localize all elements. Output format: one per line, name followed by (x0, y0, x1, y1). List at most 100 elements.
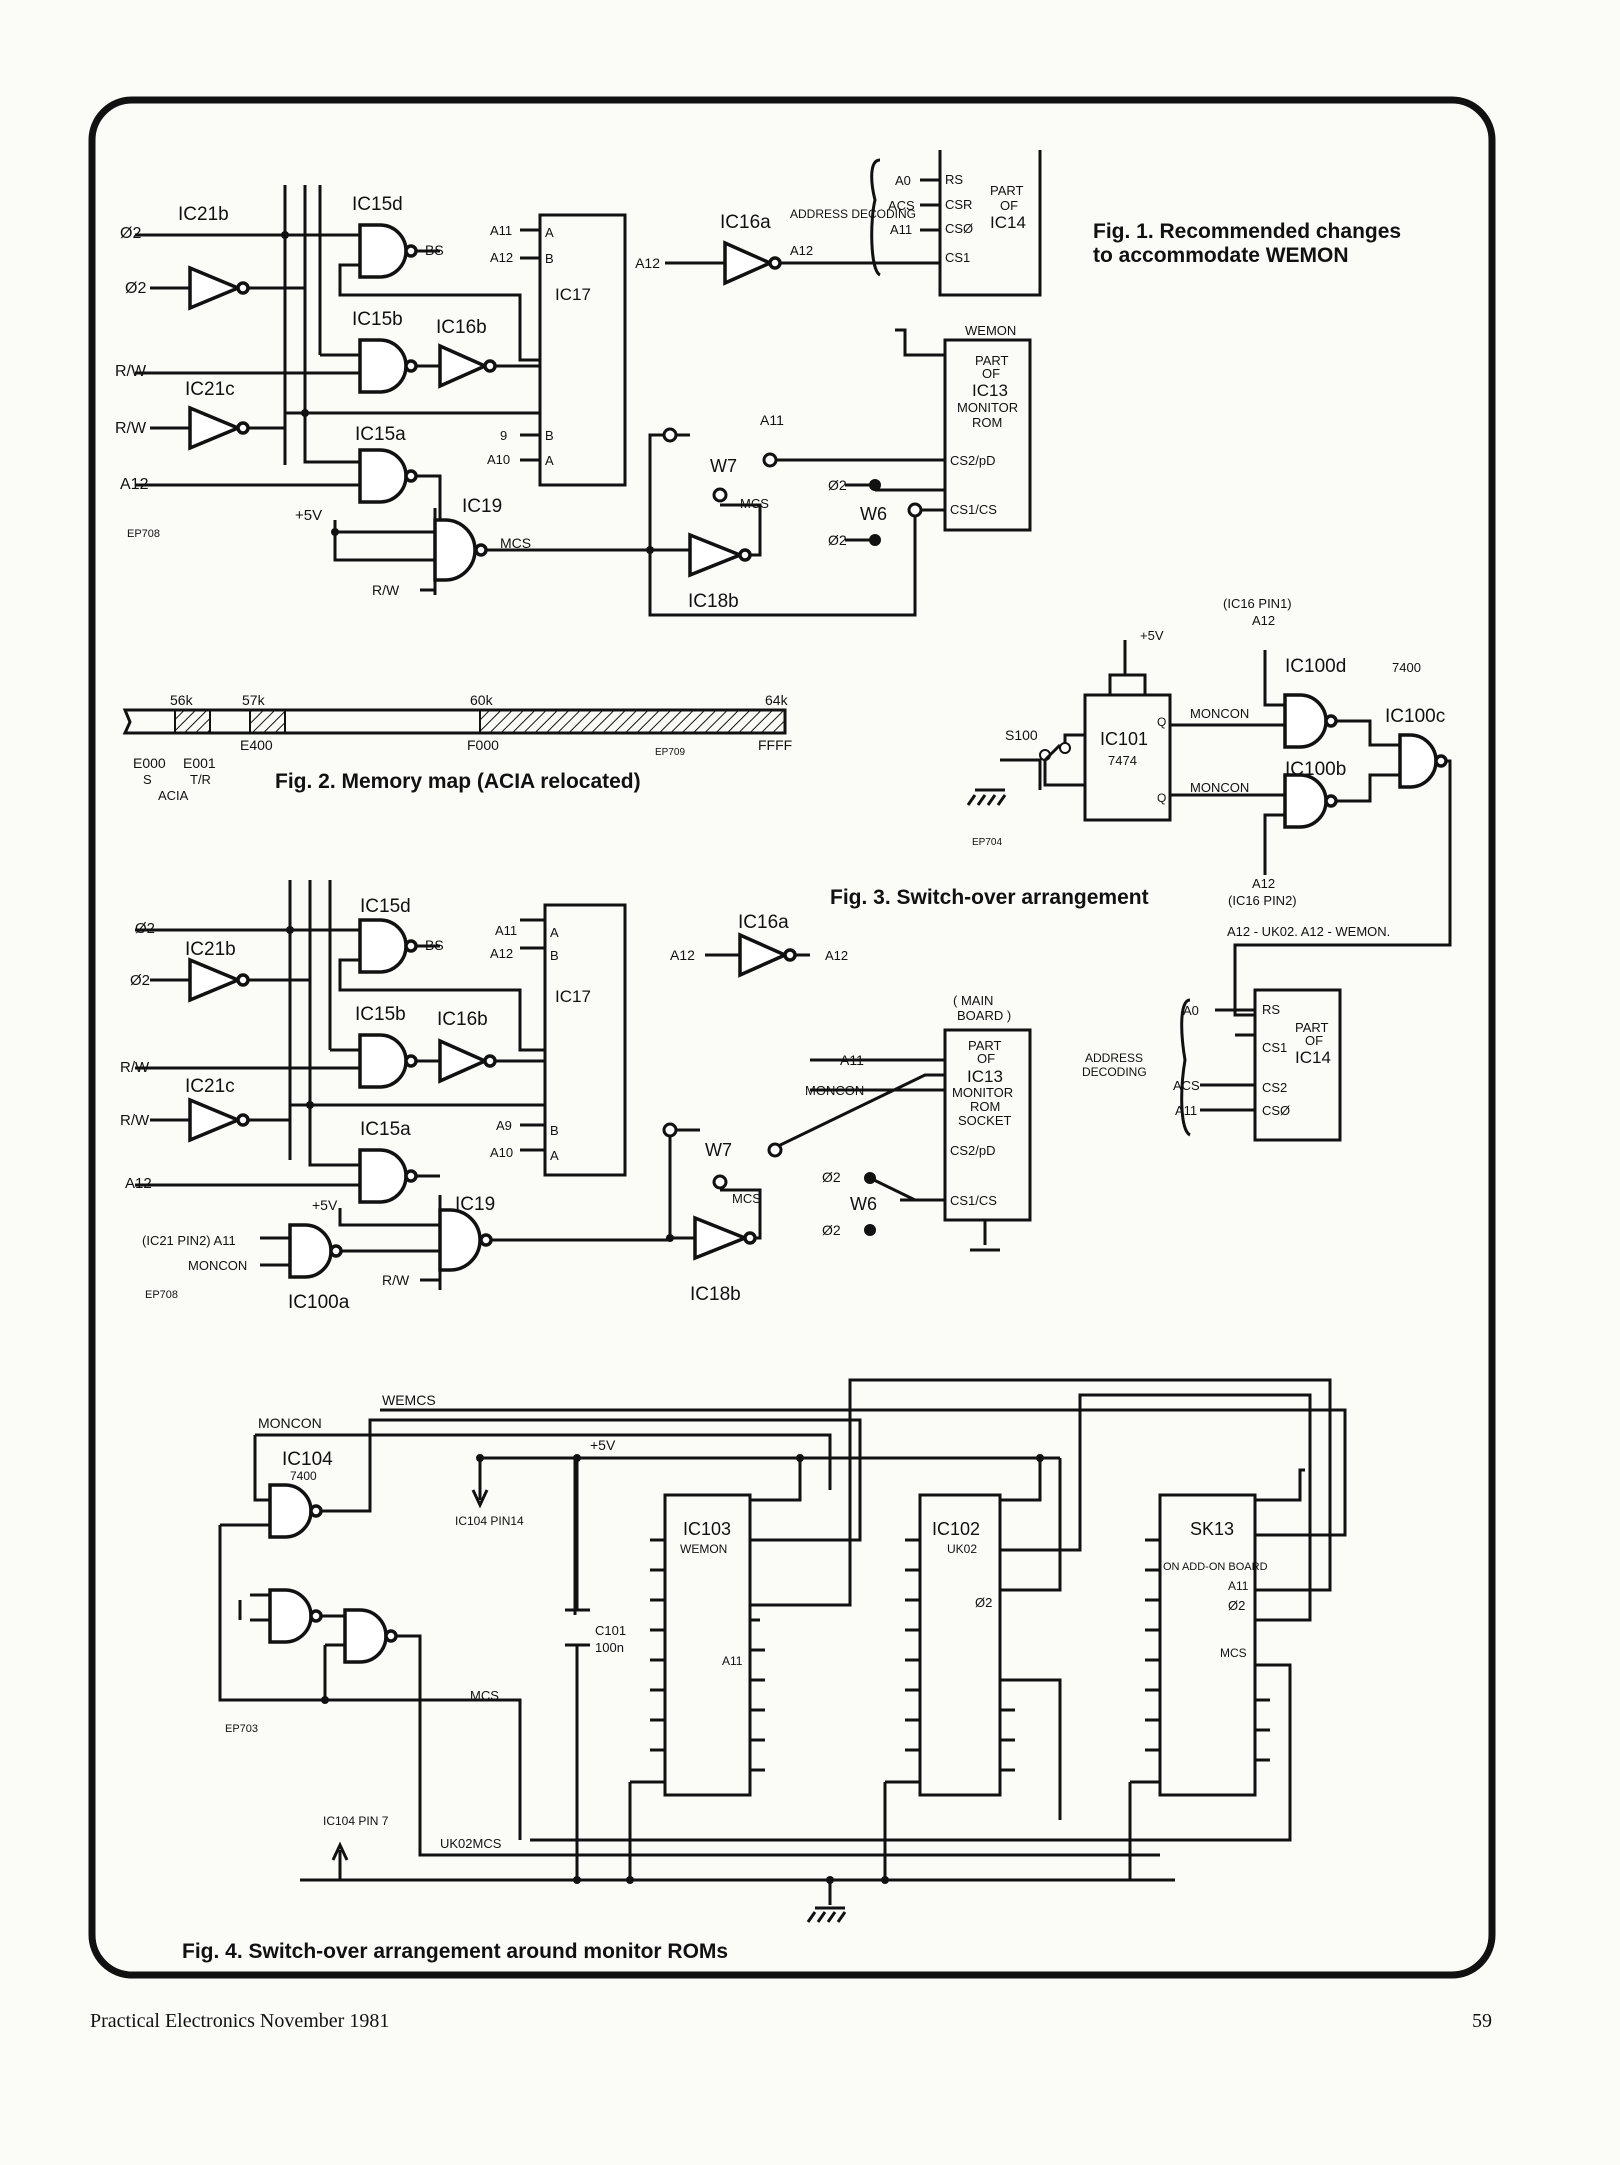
fig4-labels: MONCON WEMCS IC104 7400 IC104 PIN14 IC10… (182, 1392, 1268, 1963)
b-sig-phi2n-w6: Ø2 (822, 1169, 841, 1185)
sig-rw2: R/W (372, 582, 400, 598)
b-ic17-in-a10: A10 (490, 1145, 513, 1160)
link-w6: W6 (860, 504, 887, 524)
b-sig-ic21: (IC21 PIN2) A11 (142, 1233, 236, 1248)
fig3-caption: Fig. 3. Switch-over arrangement (830, 886, 1149, 909)
b-link-w7: W7 (705, 1140, 732, 1160)
map-top-56k: 56k (170, 692, 194, 708)
gate-7400: 7400 (1392, 660, 1421, 675)
fig4-cap-value: 100n (595, 1640, 624, 1655)
b-ic17-in-a9: A9 (496, 1118, 512, 1133)
link-w7: W7 (710, 456, 737, 476)
gate-ic15b: IC15b (352, 309, 403, 330)
b-ic17-name: IC17 (555, 987, 591, 1006)
b-gate-ic15a: IC15a (360, 1119, 411, 1140)
switch-s100: S100 (1005, 727, 1038, 743)
b-ic13-pin-cs2: CS2/pD (950, 1143, 996, 1158)
b-ic14-pin-rs: RS (1262, 1002, 1280, 1017)
fig2-id: EP709 (655, 747, 685, 758)
b-ic14-pin-cs2: CS2 (1262, 1080, 1287, 1095)
ic101-type: 7474 (1108, 753, 1137, 768)
fig1-labels: Ø2 Ø2 R/W R/W A12 IC21b IC15d IC15b IC16… (115, 172, 1401, 612)
b-gate-ic16a: IC16a (738, 912, 789, 933)
fig4-uk02mcs: UK02MCS (440, 1836, 502, 1851)
ic13-d4: ROM (972, 415, 1002, 430)
ic13-pin-cs1: CS1/CS (950, 502, 997, 517)
fig4-schematic (218, 1378, 1347, 1923)
map-e001: E001 (183, 755, 216, 771)
b-ic13-d3: MONITOR (952, 1085, 1013, 1100)
fig1-caption-line2: to accommodate WEMON (1093, 244, 1349, 267)
b-ic13-in-a11: A11 (840, 1052, 864, 1068)
b-sig-phi2: Ø2 (135, 920, 155, 937)
gate-ic100d: IC100d (1285, 656, 1346, 677)
ic13-d2: IC13 (972, 381, 1008, 400)
b-ic14-name: IC14 (1295, 1048, 1331, 1067)
gate-ic100b: IC100b (1285, 759, 1346, 780)
b-sig-a12n: A12 (125, 1175, 152, 1192)
sig-phi2n-w6: Ø2 (828, 477, 847, 493)
gate-ic18b: IC18b (688, 591, 739, 612)
ic14-in-a11: A11 (890, 222, 912, 237)
fig3-moncon: MONCON (1190, 706, 1249, 721)
ic14-part: PART (990, 183, 1024, 198)
b-gate-ic18b: IC18b (690, 1284, 741, 1305)
ic103-pin: A11 (722, 1654, 743, 1668)
b-ic17-pin-a: A (550, 925, 559, 940)
ic17-name: IC17 (555, 285, 591, 304)
b-ic14-part: PART (1295, 1020, 1329, 1035)
fig4-ic104-pin14: IC104 PIN14 (455, 1514, 524, 1528)
b-ic14-pin-cs1: CS1 (1262, 1040, 1287, 1055)
sk13-pin2: Ø2 (1228, 1598, 1245, 1613)
ic17-pin-a2: A (545, 453, 554, 468)
b-ic13-d0: PART (968, 1038, 1002, 1053)
b-gate-ic19: IC19 (455, 1194, 495, 1215)
b-ic17-in-a12: A12 (490, 946, 513, 961)
fig1-schematic (135, 150, 1042, 617)
b-ic13-pin-cs1: CS1/CS (950, 1193, 997, 1208)
b-sig-rwn: R/W (120, 1059, 150, 1076)
b-ic14-decoding-1: ADDRESS (1085, 1051, 1143, 1065)
b-gate-ic100a: IC100a (288, 1292, 350, 1313)
fig3-note-top: (IC16 PIN1) (1223, 596, 1292, 611)
b-ic13-d2: IC13 (967, 1067, 1003, 1086)
ic17-pin-a: A (545, 225, 554, 240)
ic14-pin-csr: CSR (945, 197, 972, 212)
fig4-ic104-type: 7400 (290, 1469, 317, 1483)
fig4-ic104-name: IC104 (282, 1449, 333, 1470)
b-ic14-in-a11: A11 (1175, 1103, 1197, 1118)
ic14-pin-rs: RS (945, 172, 963, 187)
b-ic14-of: OF (1305, 1033, 1323, 1048)
ic17-in-a10: A10 (487, 452, 510, 467)
ic14-pin-cs1: CS1 (945, 250, 970, 265)
fig1b-labels: Ø2 Ø2 R/W R/W A12 IC21b IC15d IC15b IC16… (120, 896, 1331, 1313)
b-ic14-pin-cs0: CSØ (1262, 1103, 1290, 1118)
b-ic13-d1: OF (977, 1051, 995, 1066)
map-tr: T/R (190, 772, 211, 787)
fig4-mcs: MCS (470, 1688, 499, 1703)
sig-mcs-w7: MCS (740, 496, 769, 511)
fig3-a12-top: A12 (1252, 613, 1275, 628)
ic14-in-acs: ACS (888, 198, 915, 213)
gate-ic15a: IC15a (355, 424, 406, 445)
fig1b-id: EP708 (145, 1289, 178, 1301)
sig-phi2-w6: Ø2 (828, 532, 847, 548)
map-top-57k: 57k (242, 692, 266, 708)
fig3-id: EP704 (972, 837, 1002, 848)
ic17-pin-b2: B (545, 428, 554, 443)
fig4-ic104-pin7: IC104 PIN 7 (323, 1814, 389, 1828)
sig-phi2: Ø2 (125, 280, 146, 297)
map-e000: E000 (133, 755, 166, 771)
fig2-caption: Fig. 2. Memory map (ACIA relocated) (275, 770, 641, 793)
gate-ic21c: IC21c (185, 379, 235, 400)
footer-publication: Practical Electronics November 1981 (90, 2010, 390, 2032)
map-f000: F000 (467, 737, 499, 753)
b-ic17-pin-b2: B (550, 1123, 559, 1138)
b-ic17-pin-b: B (550, 948, 559, 963)
b-ic13-board: BOARD ) (957, 1008, 1011, 1023)
ic102-pin: Ø2 (975, 1595, 992, 1610)
ic13-d1: OF (982, 366, 1000, 381)
b-sig-rw: R/W (120, 1112, 150, 1129)
ic103-sub: WEMON (680, 1542, 727, 1556)
